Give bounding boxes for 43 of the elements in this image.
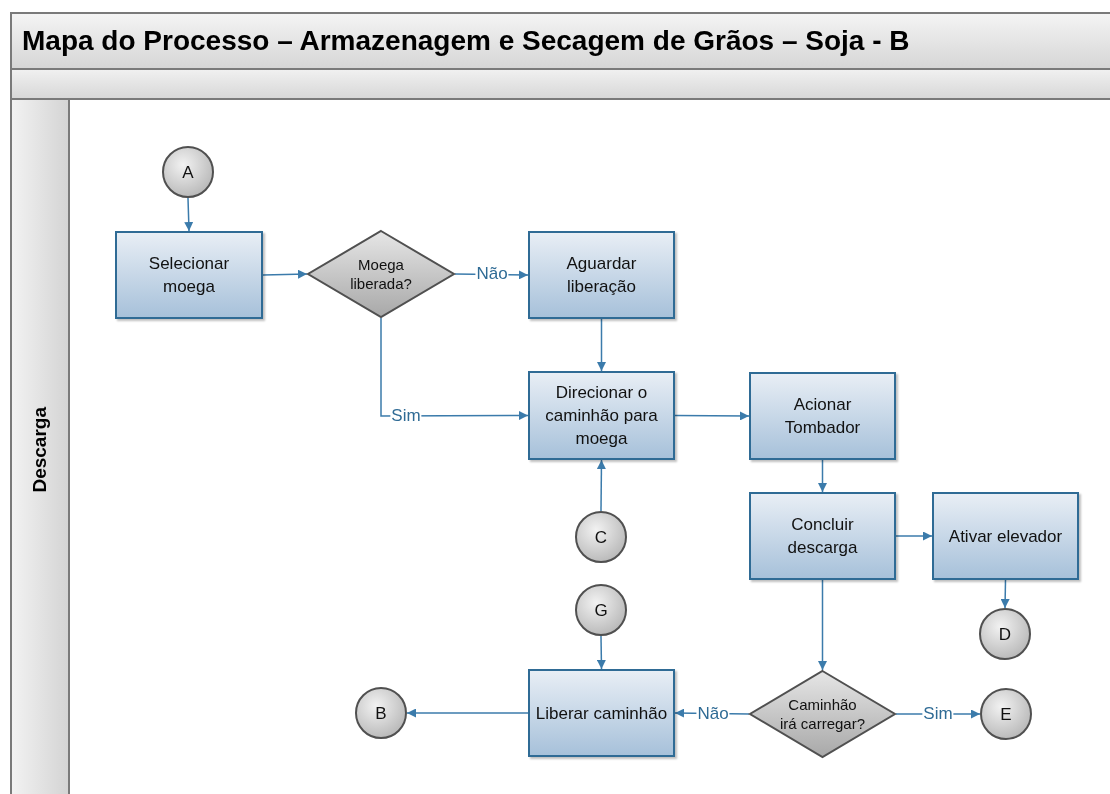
connector-arrow [818,579,827,671]
connector-arrow [596,635,606,670]
step-label: Liberar caminhão [534,702,669,725]
connector-circle [979,608,1031,660]
step-label: Aguardar liberação [565,253,638,298]
process-box [115,231,263,319]
connector-circle [575,584,627,636]
connector-letter: A [181,161,195,184]
connector-circle [575,511,627,563]
process-box [528,669,675,757]
connector-arrow [406,708,529,718]
connector-arrow [184,197,194,232]
connector-arrow [1000,579,1010,609]
connector-arrow [674,411,750,421]
lane-label: Descarga [29,407,51,493]
process-box [932,492,1079,580]
connector-circle [980,688,1032,740]
decision-diamond [749,670,896,758]
process-box [749,372,896,460]
connector-arrow [262,269,308,279]
title: Mapa do Processo – Armazenagem e Secagem de Grãos – Soja - B [22,25,910,57]
process-box [528,371,675,460]
connector-letter: G [593,599,609,622]
decision-label: Moega liberada? [349,255,413,293]
connector-arrow [596,459,606,512]
connector-letter: D [997,623,1013,646]
step-label: Ativar elevador [947,525,1064,548]
process-box [749,492,896,580]
process-box [528,231,675,319]
connector-letter: E [999,703,1013,726]
connector-letter: C [593,526,609,549]
connector-circle [162,146,214,198]
connector-arrow [597,318,606,372]
connector-circle [355,687,407,739]
decision-label: Caminhão irá carregar? [778,695,866,733]
step-label: Selecionar moega [147,253,231,298]
decision-diamond [307,230,455,318]
connector-letter: B [374,702,388,725]
step-label: Direcionar o caminhão para moega [544,382,659,450]
step-label: Acionar Tombador [783,394,862,439]
connector-arrow [818,459,827,493]
connector-arrow [895,531,933,541]
step-label: Concluir descarga [786,514,859,559]
